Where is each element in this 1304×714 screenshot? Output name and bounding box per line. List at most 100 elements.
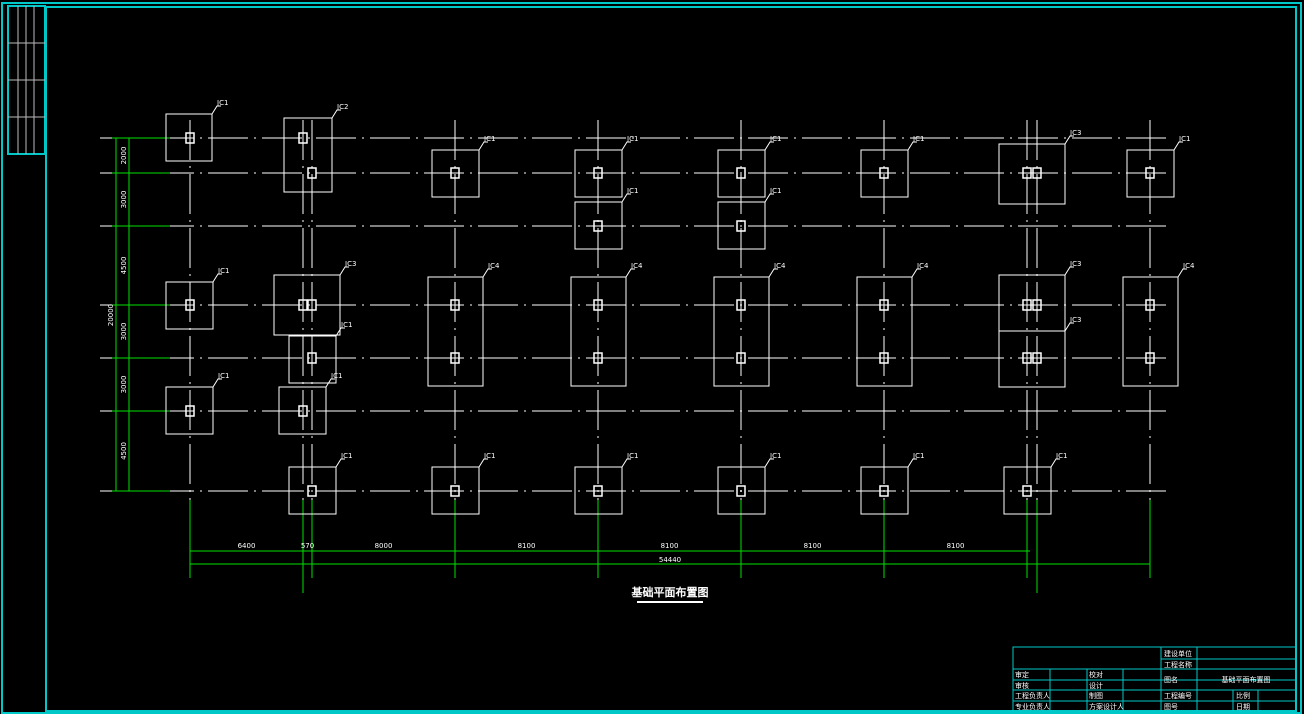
footing-label: JC1: [216, 99, 228, 107]
footing-leader: [768, 268, 778, 278]
project-no-label: 工程编号: [1164, 691, 1192, 700]
footing-label: JC2: [336, 103, 348, 111]
left-dim-total: 20000: [107, 304, 115, 326]
column: [450, 299, 460, 311]
footing: [717, 201, 766, 250]
bottom-dim-label: 8100: [947, 542, 965, 550]
drawn-label: 制图: [1089, 691, 1103, 700]
footing-leader: [911, 268, 921, 278]
footing: [574, 201, 623, 250]
left-dim-label: 3000: [120, 191, 128, 209]
footing: [574, 149, 623, 198]
footing: [570, 276, 627, 387]
designed-label: 设计: [1089, 681, 1103, 690]
column: [593, 167, 603, 179]
footing: [278, 386, 327, 435]
footing: [1122, 276, 1179, 387]
project-lead-label: 工程负责人: [1015, 691, 1050, 700]
bottom-dim-label: 8100: [661, 542, 679, 550]
footing: [427, 276, 484, 387]
title-block: 建设单位 工程名称 审定 审核 工程负责人 专业负责人 校对 设计 制图 方案设…: [1012, 646, 1297, 712]
drawing-name-label: 图名: [1164, 675, 1178, 684]
drawing-no-label: 图号: [1164, 703, 1178, 711]
footing-label: JC1: [769, 135, 781, 143]
column: [593, 299, 603, 311]
bottom-dim-label: 6400: [238, 542, 256, 550]
column: [185, 132, 195, 144]
column: [736, 220, 746, 232]
footing-label: JC1: [769, 187, 781, 195]
footing: [165, 281, 214, 330]
footing: [860, 466, 909, 515]
scheme-designer-label: 方案设计人: [1089, 702, 1124, 711]
column: [593, 352, 603, 364]
footing-leader: [335, 458, 345, 468]
footing-leader: [331, 109, 341, 119]
inner-border: [45, 6, 1297, 712]
footing: [998, 330, 1066, 388]
bottom-dim-label: 570: [301, 542, 314, 550]
footing-leader: [1064, 266, 1074, 276]
column: [879, 167, 889, 179]
column: [307, 485, 317, 497]
footing: [165, 386, 214, 435]
footing-label: JC1: [1055, 452, 1067, 460]
footing: [273, 274, 341, 336]
drawing-title: 基础平面布置图: [631, 585, 709, 599]
footing-label: JC1: [340, 452, 352, 460]
footings: [165, 105, 1187, 515]
footing: [717, 149, 766, 198]
column: [593, 485, 603, 497]
footing-leader: [764, 141, 774, 151]
footing-label: JC1: [483, 135, 495, 143]
footing-leader: [339, 266, 349, 276]
footing: [288, 466, 337, 515]
footing-leader: [1177, 268, 1187, 278]
column: [593, 220, 603, 232]
footing-leader: [764, 458, 774, 468]
column: [879, 352, 889, 364]
footing-leader: [478, 141, 488, 151]
footing-label: JC1: [769, 452, 781, 460]
footing: [998, 274, 1066, 332]
client-label: 建设单位: [1164, 649, 1192, 658]
footing: [431, 149, 480, 198]
bottom-dim-label: 8000: [375, 542, 393, 550]
footing: [860, 149, 909, 198]
column: [1145, 299, 1155, 311]
column: [185, 405, 195, 417]
footing-leader: [482, 268, 492, 278]
footing-label: JC1: [626, 187, 638, 195]
footing-leader: [621, 458, 631, 468]
column: [1145, 352, 1155, 364]
footing-label: JC3: [1069, 260, 1081, 268]
column: [879, 485, 889, 497]
bottom-dim-label: 8100: [804, 542, 822, 550]
footing: [574, 466, 623, 515]
footing-leader: [625, 268, 635, 278]
footing-leader: [907, 458, 917, 468]
column: [307, 167, 317, 179]
left-dim-label: 3000: [120, 376, 128, 394]
column: [1032, 299, 1042, 311]
footing-label: JC1: [483, 452, 495, 460]
column: [736, 167, 746, 179]
axis-grid: [100, 120, 1170, 510]
column: [450, 167, 460, 179]
footing-leader: [1064, 322, 1074, 332]
left-dim-label: 3000: [120, 323, 128, 341]
footing-label: JC4: [916, 262, 929, 270]
scale-label: 比例: [1236, 691, 1250, 700]
column: [736, 352, 746, 364]
footing-label: JC4: [773, 262, 786, 270]
footing: [1126, 149, 1175, 198]
footing: [998, 143, 1066, 205]
column: [450, 352, 460, 364]
footing: [1003, 466, 1052, 515]
footing-leader: [212, 378, 222, 388]
column: [879, 299, 889, 311]
footing-label: JC4: [487, 262, 500, 270]
footing-leader: [1064, 135, 1074, 145]
